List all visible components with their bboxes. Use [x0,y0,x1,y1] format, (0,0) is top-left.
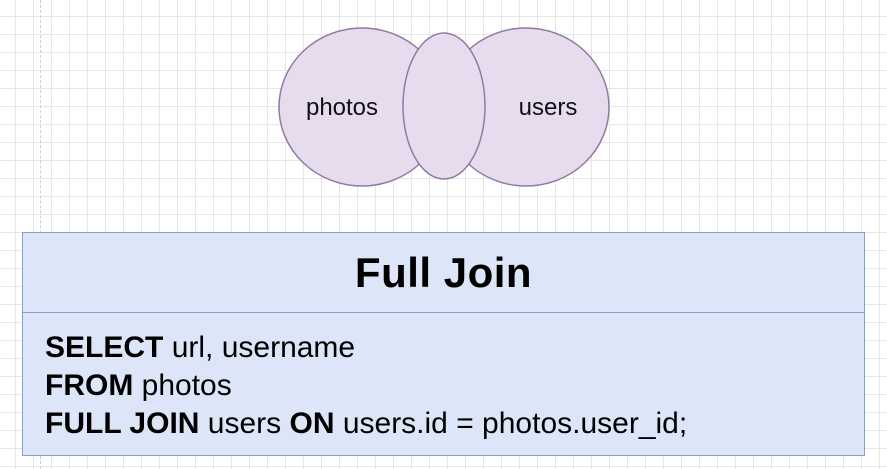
card-title: Full Join [354,248,533,296]
sql-keyword-from: FROM [45,369,134,402]
venn-intersection [402,32,486,180]
sql-code-block: SELECT url, username FROM photos FULL JO… [23,313,864,443]
sql-select-columns: url, username [163,331,356,364]
sql-join-table: users [199,407,290,440]
sql-line-select: SELECT url, username [45,329,864,367]
sql-join-condition: users.id = photos.user_id; [334,407,688,440]
venn-label-users: users [519,94,578,121]
sql-line-full-join: FULL JOIN users ON users.id = photos.use… [45,405,864,443]
venn-svg: photos users [278,27,610,187]
venn-label-photos: photos [306,94,378,121]
card-header: Full Join [23,233,864,313]
venn-diagram: photos users [270,26,620,206]
sql-keyword-on: ON [289,407,335,440]
sql-keyword-select: SELECT [45,331,164,364]
sql-keyword-full-join: FULL JOIN [45,407,200,440]
sql-line-from: FROM photos [45,367,864,405]
full-join-card: Full Join SELECT url, username FROM phot… [22,232,865,456]
sql-from-table: photos [133,369,232,402]
